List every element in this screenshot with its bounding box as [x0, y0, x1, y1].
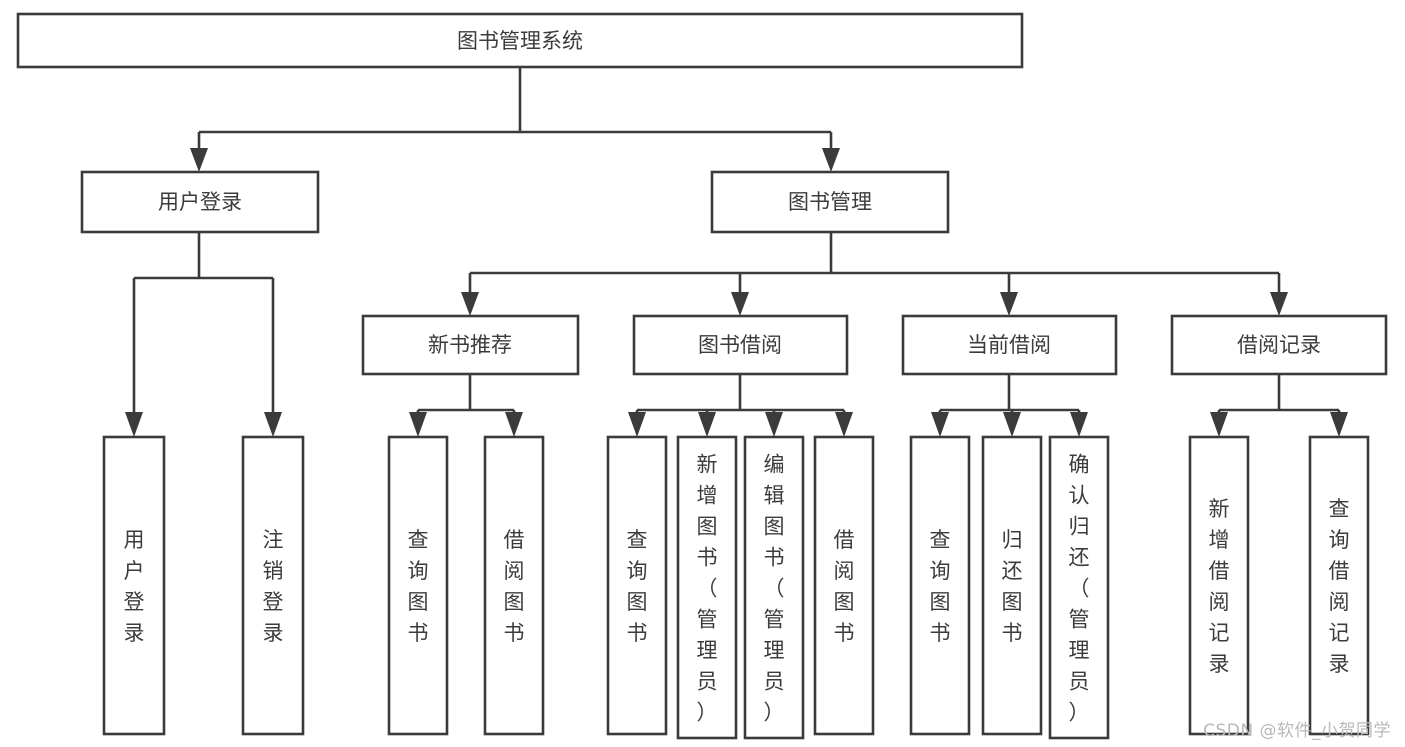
node-current-borrow-label: 当前借阅 — [967, 333, 1051, 357]
leaf-confirm-return-admin[interactable]: 确认归还（管理员） — [1048, 435, 1110, 740]
leaf-borrow-book-borrow[interactable]: 借阅图书 — [813, 435, 875, 736]
arrow-head-icon — [1210, 412, 1228, 437]
node-new-book-recommend-box[interactable] — [361, 314, 580, 376]
arrow-head-icon — [835, 412, 853, 437]
leaf-confirm-return-admin-box[interactable] — [1048, 435, 1110, 740]
leaf-query-book-borrow-label: 查询图书 — [627, 528, 648, 645]
node-current-borrow-box[interactable] — [901, 314, 1118, 376]
leaf-return-book-label: 归还图书 — [1002, 528, 1023, 645]
leaf-return-book[interactable]: 归还图书 — [981, 435, 1043, 736]
leaf-user-login-label: 用户登录 — [124, 528, 145, 645]
node-user-login[interactable]: 用户登录 — [80, 170, 320, 234]
node-current-borrow[interactable]: 当前借阅 — [901, 314, 1118, 376]
node-borrow-record-box[interactable] — [1170, 314, 1388, 376]
arrow-head-icon — [1003, 412, 1021, 437]
leaf-query-book-borrow[interactable]: 查询图书 — [606, 435, 668, 736]
node-book-management-box[interactable] — [710, 170, 950, 234]
arrow-head-icon — [190, 148, 208, 172]
node-book-management-label: 图书管理 — [788, 190, 872, 214]
leaf-query-book-current-box[interactable] — [909, 435, 971, 736]
node-new-book-recommend-label: 新书推荐 — [428, 333, 512, 357]
leaf-logout[interactable]: 注销登录 — [241, 435, 305, 736]
leaf-query-borrow-record[interactable]: 查询借阅记录 — [1308, 435, 1370, 736]
leaf-add-borrow-record-label: 新增借阅记录 — [1209, 497, 1230, 676]
leaf-add-book-admin-label: 新增图书（管理员） — [697, 452, 718, 724]
node-borrow-record[interactable]: 借阅记录 — [1170, 314, 1388, 376]
leaf-edit-book-admin-label: 编辑图书（管理员） — [764, 452, 785, 724]
leaf-borrow-book-newbook[interactable]: 借阅图书 — [483, 435, 545, 736]
leaf-query-book-current[interactable]: 查询图书 — [909, 435, 971, 736]
arrow-head-icon — [698, 412, 716, 437]
leaf-query-borrow-record-box[interactable] — [1308, 435, 1370, 736]
leaf-borrow-book-newbook-box[interactable] — [483, 435, 545, 736]
leaf-query-book-current-label: 查询图书 — [930, 528, 951, 645]
leaf-add-book-admin-box[interactable] — [676, 435, 738, 740]
node-user-login-box[interactable] — [80, 170, 320, 234]
leaf-logout-label: 注销登录 — [263, 528, 284, 645]
leaf-add-borrow-record[interactable]: 新增借阅记录 — [1188, 435, 1250, 736]
arrow-head-icon — [1070, 412, 1088, 437]
leaf-query-book-newbook-label: 查询图书 — [408, 528, 429, 645]
leaf-borrow-book-newbook-label: 借阅图书 — [504, 528, 525, 645]
arrow-head-icon — [765, 412, 783, 437]
leaf-edit-book-admin[interactable]: 编辑图书（管理员） — [743, 435, 805, 740]
leaf-query-borrow-record-label: 查询借阅记录 — [1329, 497, 1350, 676]
node-root-label: 图书管理系统 — [457, 29, 583, 53]
arrow-head-icon — [822, 148, 840, 172]
arrow-head-icon — [125, 412, 143, 437]
leaf-add-borrow-record-box[interactable] — [1188, 435, 1250, 736]
node-root-box[interactable] — [16, 12, 1024, 69]
leaf-logout-box[interactable] — [241, 435, 305, 736]
arrow-head-icon — [1330, 412, 1348, 437]
leaf-user-login[interactable]: 用户登录 — [102, 435, 166, 736]
arrow-head-icon — [628, 412, 646, 437]
leaf-query-book-newbook[interactable]: 查询图书 — [387, 435, 449, 736]
node-book-borrow-label: 图书借阅 — [698, 333, 782, 357]
leaf-edit-book-admin-box[interactable] — [743, 435, 805, 740]
node-book-borrow[interactable]: 图书借阅 — [632, 314, 849, 376]
arrow-head-icon — [1270, 292, 1288, 316]
arrow-head-icon — [731, 292, 749, 316]
leaf-return-book-box[interactable] — [981, 435, 1043, 736]
node-book-borrow-box[interactable] — [632, 314, 849, 376]
arrow-head-icon — [931, 412, 949, 437]
leaf-borrow-book-borrow-box[interactable] — [813, 435, 875, 736]
arrow-head-icon — [505, 412, 523, 437]
leaf-confirm-return-admin-label: 确认归还（管理员） — [1069, 452, 1090, 724]
arrow-head-icon — [1000, 292, 1018, 316]
leaf-query-book-borrow-box[interactable] — [606, 435, 668, 736]
node-book-management[interactable]: 图书管理 — [710, 170, 950, 234]
leaf-add-book-admin[interactable]: 新增图书（管理员） — [676, 435, 738, 740]
arrow-head-icon — [409, 412, 427, 437]
leaf-user-login-box[interactable] — [102, 435, 166, 736]
node-user-login-label: 用户登录 — [158, 190, 242, 214]
arrow-head-icon — [461, 292, 479, 316]
leaf-query-book-newbook-box[interactable] — [387, 435, 449, 736]
connector-layer — [125, 67, 1348, 437]
node-borrow-record-label: 借阅记录 — [1237, 333, 1321, 357]
arrow-head-icon — [264, 412, 282, 437]
leaf-borrow-book-borrow-label: 借阅图书 — [834, 528, 855, 645]
node-new-book-recommend[interactable]: 新书推荐 — [361, 314, 580, 376]
node-root[interactable]: 图书管理系统 — [16, 12, 1024, 69]
